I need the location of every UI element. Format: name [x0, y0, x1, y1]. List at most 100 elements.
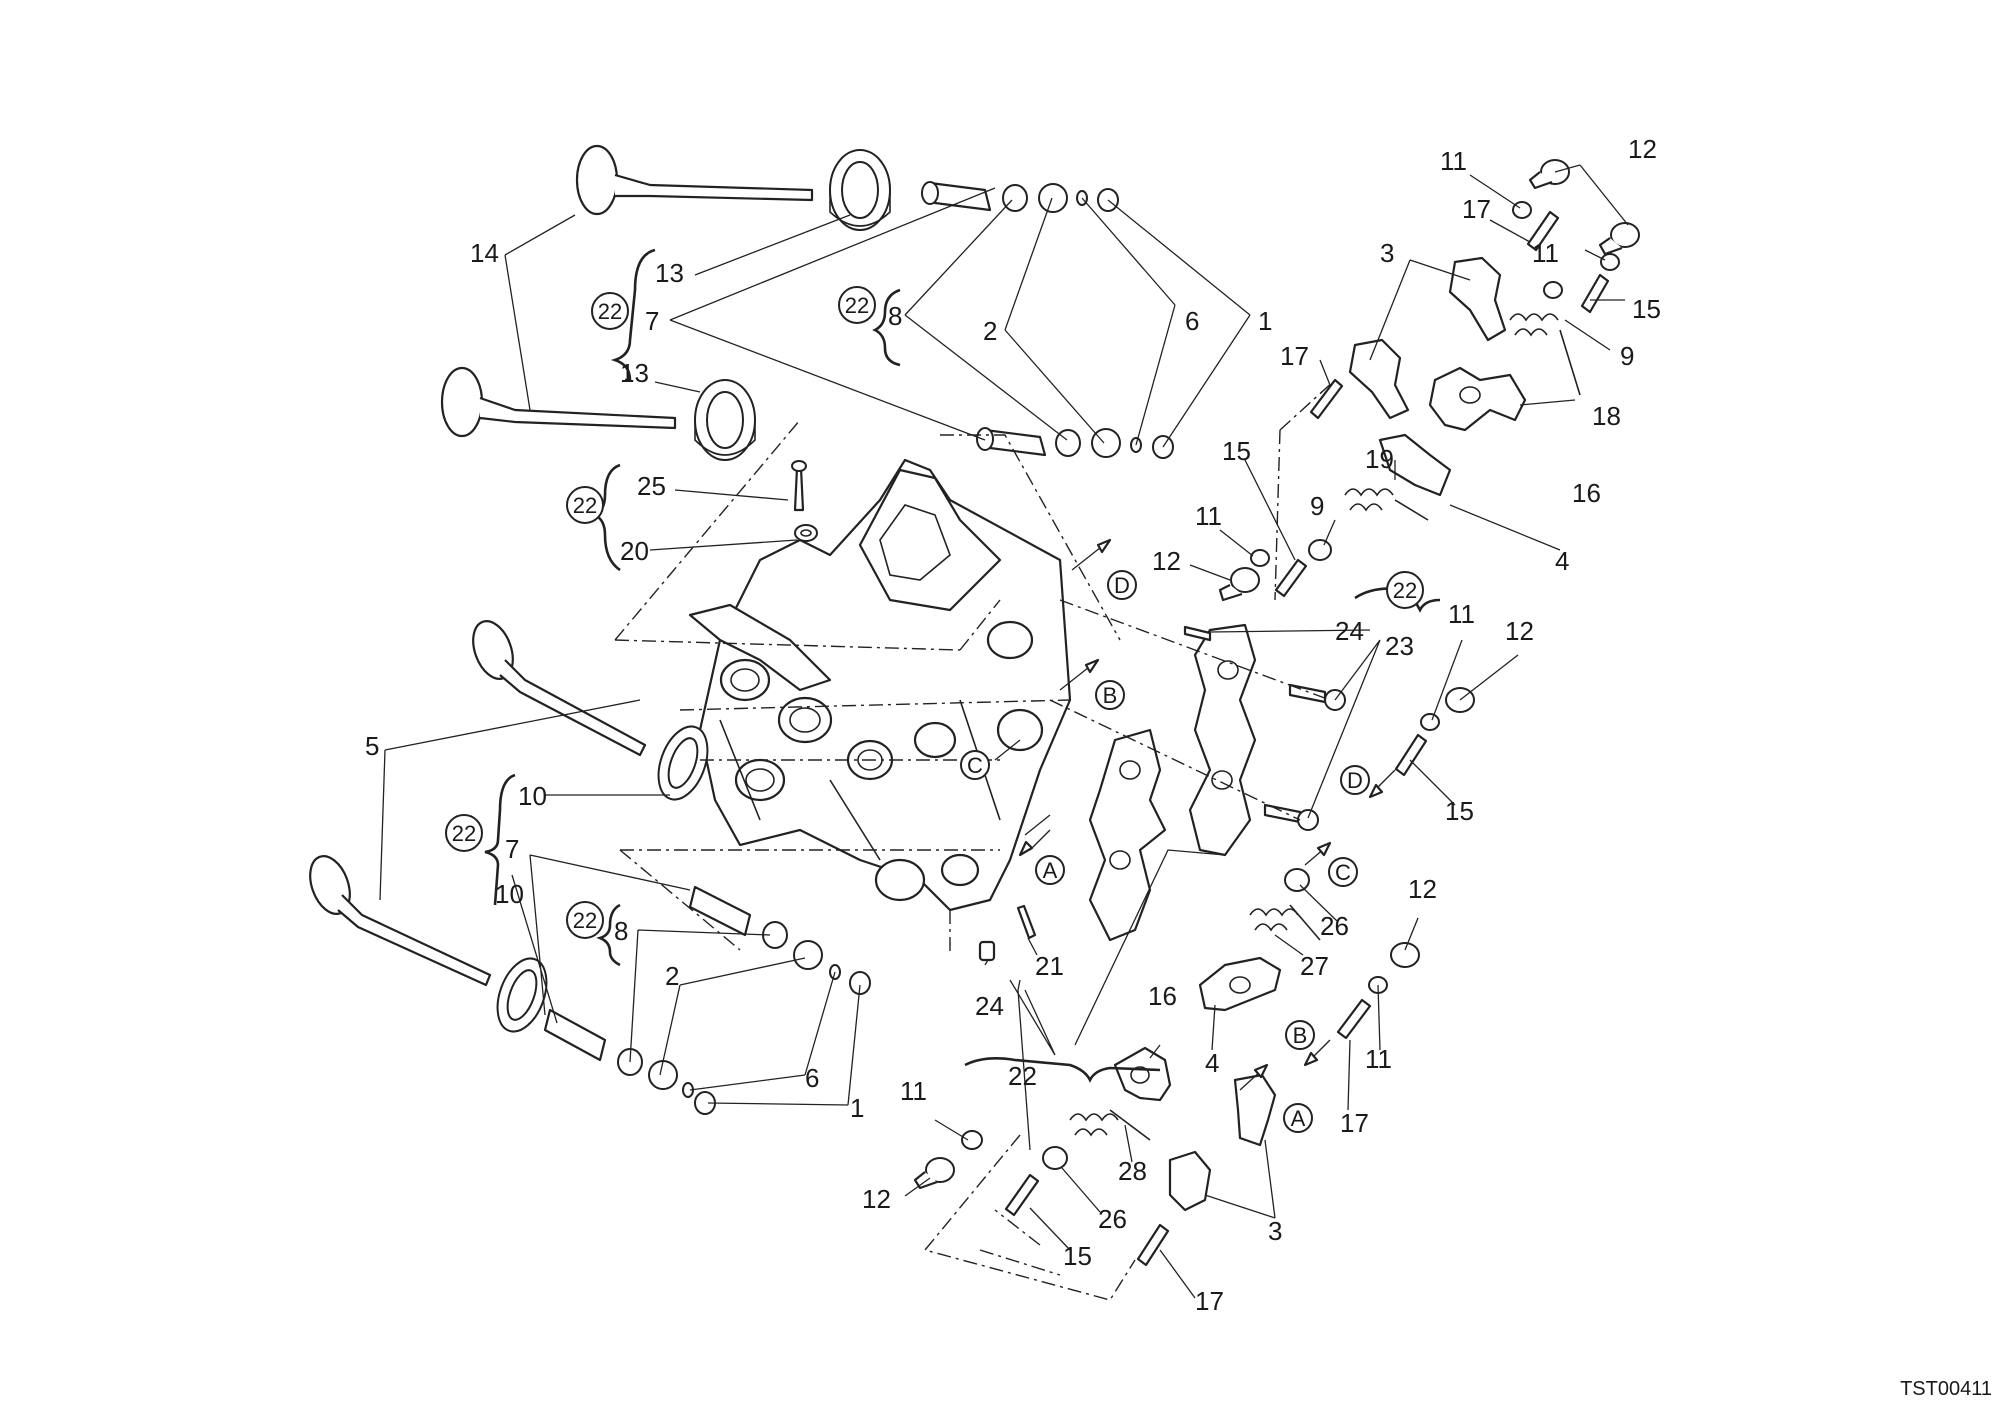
callout-labels: 14 13 7 13 8 2 6 1 25 20 5 10 7 10 8 2 6…	[365, 134, 1661, 1316]
callout-11-e: 11	[1365, 1044, 1392, 1074]
circle-d-1: D	[1107, 570, 1137, 600]
circle-22-e: 22	[566, 901, 604, 939]
plug-12f	[913, 1130, 983, 1190]
valve-seat-13a	[829, 149, 891, 231]
callout-10-a: 10	[518, 781, 547, 811]
svg-text:22: 22	[845, 293, 869, 318]
valve-upper-b	[440, 366, 677, 438]
callout-21: 21	[1035, 951, 1064, 981]
plug-12a	[1512, 159, 1570, 219]
valve-guide-upper-b	[976, 427, 1174, 459]
svg-text:A: A	[1043, 858, 1058, 883]
bolt-23b	[1263, 803, 1319, 831]
callout-26-b: 26	[1098, 1204, 1127, 1234]
callout-16-a: 16	[1572, 478, 1601, 508]
spring-19	[1344, 488, 1429, 521]
callout-11-c: 11	[1195, 501, 1222, 531]
callout-1-b: 1	[850, 1093, 864, 1123]
callout-19: 19	[1365, 444, 1394, 474]
callout-17-c: 17	[1340, 1108, 1369, 1138]
callout-15-d: 15	[1063, 1241, 1092, 1271]
pin-17c	[1336, 998, 1372, 1040]
callout-27: 27	[1300, 951, 1329, 981]
callout-6-a: 6	[1185, 306, 1199, 336]
callout-2-a: 2	[983, 316, 997, 346]
spring-27	[1249, 904, 1321, 941]
circle-22-d: 22	[445, 814, 483, 852]
pin-15a	[1580, 273, 1610, 314]
circle-b-2: B	[1285, 1020, 1315, 1050]
callout-17-d: 17	[1195, 1286, 1224, 1316]
valve-lower-b	[309, 855, 492, 987]
callout-24-a: 24	[975, 991, 1004, 1021]
callout-3-a: 3	[1380, 238, 1394, 268]
rocker-16b	[1113, 1046, 1172, 1102]
rocker-16a	[1428, 366, 1527, 432]
svg-text:D: D	[1114, 573, 1130, 598]
direction-arrows	[994, 538, 1396, 1091]
circle-b-1: B	[1095, 680, 1125, 710]
bearing-cap-a	[1088, 728, 1167, 942]
circle-22-f: 22	[1386, 571, 1424, 609]
drawing-code: TST00411	[1900, 1378, 1992, 1400]
valve-seat-10a	[657, 725, 709, 801]
svg-text:22: 22	[1393, 578, 1417, 603]
callout-3-b: 3	[1268, 1216, 1282, 1246]
callout-7-b: 7	[505, 834, 519, 864]
circle-22-b: 22	[838, 286, 876, 324]
callout-23: 23	[1385, 631, 1414, 661]
callout-28: 28	[1118, 1156, 1147, 1186]
stud-21	[1016, 904, 1037, 940]
svg-text:B: B	[1103, 683, 1118, 708]
bushing-26a	[1284, 868, 1310, 892]
callout-8-a: 8	[888, 301, 902, 331]
callout-15-c: 15	[1445, 796, 1474, 826]
callout-12-d: 12	[1408, 874, 1437, 904]
callout-13-b: 13	[620, 358, 649, 388]
callout-12-b: 12	[1152, 546, 1181, 576]
svg-text:22: 22	[573, 908, 597, 933]
callout-15-a: 15	[1632, 294, 1661, 324]
circle-d-2: D	[1340, 765, 1370, 795]
callout-2-b: 2	[665, 961, 679, 991]
callout-15-b: 15	[1222, 436, 1251, 466]
callout-25: 25	[637, 471, 666, 501]
valve-lower-a	[472, 620, 647, 757]
callout-1-a: 1	[1258, 306, 1272, 336]
callout-8-b: 8	[614, 916, 628, 946]
callout-5: 5	[365, 731, 379, 761]
svg-text:C: C	[1335, 860, 1351, 885]
callout-9-b: 9	[1310, 491, 1324, 521]
callout-26-a: 26	[1320, 911, 1349, 941]
circle-c-2: C	[1328, 857, 1358, 887]
pin-15d	[1004, 1173, 1040, 1217]
callout-22: 22	[1008, 1061, 1037, 1091]
plug-12e	[1368, 942, 1420, 994]
rocker-3d	[1168, 1150, 1212, 1212]
callout-4-b: 4	[1205, 1048, 1219, 1078]
cylinder-head	[688, 458, 1072, 912]
callout-12-a: 12	[1628, 134, 1657, 164]
pin-17b	[1309, 378, 1344, 420]
callout-7-a: 7	[645, 306, 659, 336]
bushing-9a	[1543, 281, 1563, 299]
svg-text:22: 22	[452, 821, 476, 846]
rocker-4b	[1198, 956, 1282, 1012]
callout-20: 20	[620, 536, 649, 566]
pin-17d	[1136, 1223, 1170, 1267]
valve-guide-lower-a	[688, 885, 871, 995]
callout-10-b: 10	[495, 879, 524, 909]
svg-text:C: C	[967, 753, 983, 778]
callout-9-a: 9	[1620, 341, 1634, 371]
callout-11-f: 11	[900, 1076, 927, 1106]
assembly-lines	[614, 379, 1336, 1301]
dowel-24a	[1183, 625, 1212, 642]
leader-lines	[379, 164, 1629, 1299]
svg-text:A: A	[1291, 1106, 1306, 1131]
svg-text:22: 22	[573, 493, 597, 518]
valve-upper-a	[575, 144, 814, 216]
callout-16-b: 16	[1148, 981, 1177, 1011]
callout-12-e: 12	[862, 1184, 891, 1214]
svg-text:B: B	[1293, 1023, 1308, 1048]
rocker-4a	[1378, 433, 1452, 497]
